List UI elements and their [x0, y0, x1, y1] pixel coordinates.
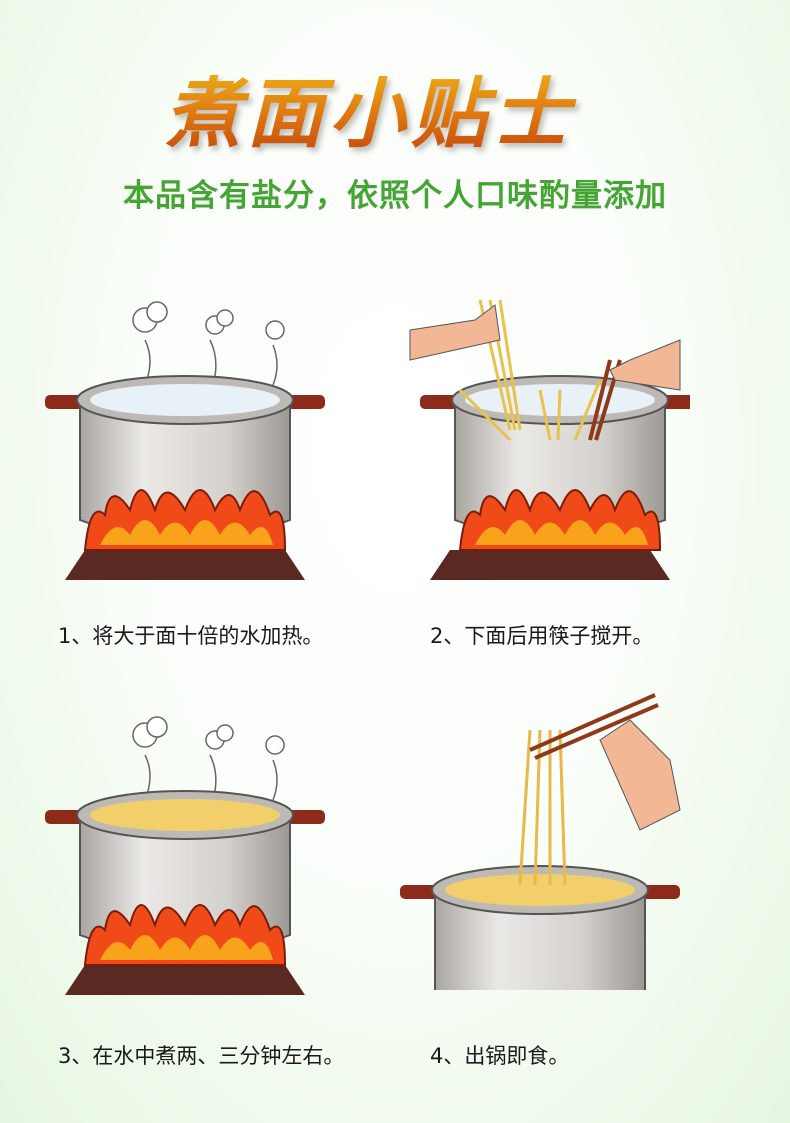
step-3-text: 3、在水中煮两、三分钟左右。 — [58, 1044, 345, 1068]
step-1-boiling-water-illustration — [45, 301, 326, 580]
step-1-text: 1、将大于面十倍的水加热。 — [58, 624, 324, 648]
step-4-serving-noodles-illustration — [400, 693, 681, 990]
step-2-adding-noodles-illustration — [409, 299, 690, 580]
page-title: 煮面小贴士 — [140, 52, 600, 162]
step-2-text: 2、下面后用筷子搅开。 — [430, 624, 654, 648]
step-3-cooking-noodles-illustration — [45, 716, 326, 995]
salt-notice: 本品含有盐分，依照个人口味酌量添加 — [123, 178, 667, 214]
step-4-text: 4、出锅即食。 — [430, 1044, 570, 1068]
